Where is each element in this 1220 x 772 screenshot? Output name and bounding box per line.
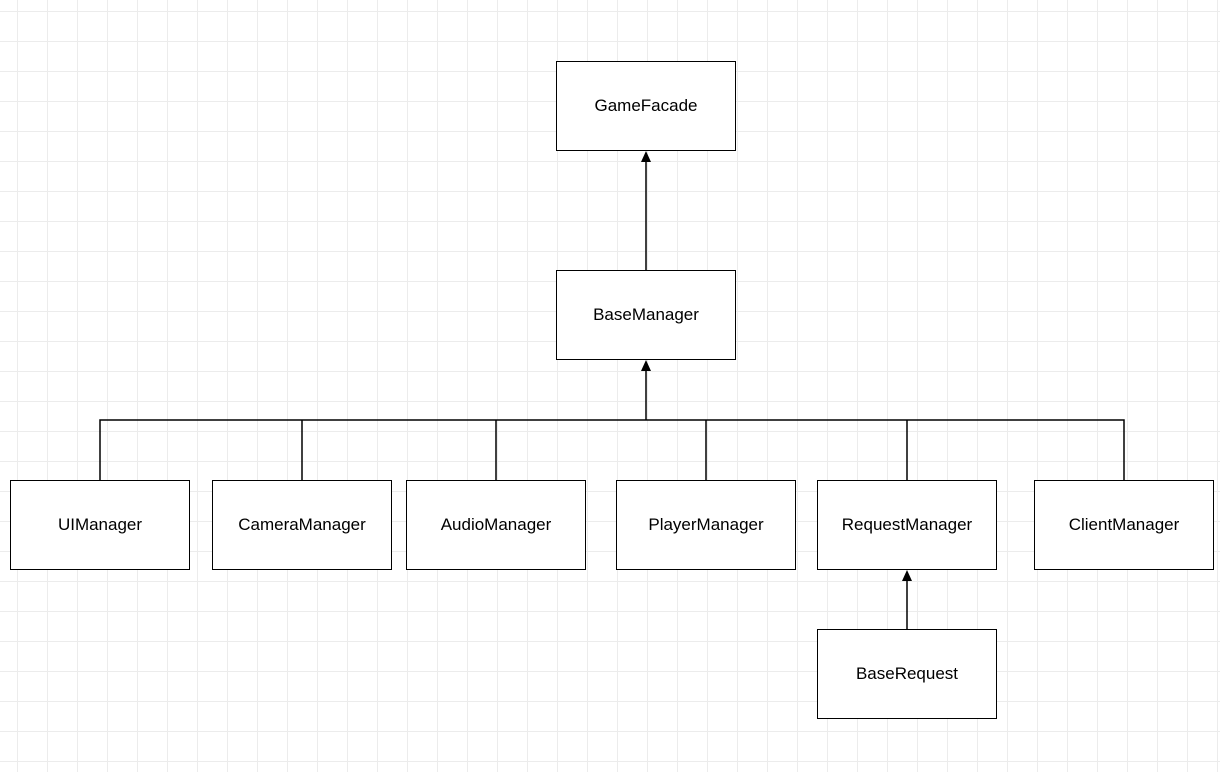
node-player-manager[interactable]: PlayerManager (616, 480, 796, 570)
node-ui-manager[interactable]: UIManager (10, 480, 190, 570)
arrowhead-basemanager (641, 360, 651, 371)
node-label-camera-manager: CameraManager (238, 515, 366, 534)
node-label-request-manager: RequestManager (841, 515, 973, 534)
edge-ui-manager-to-basemanager[interactable] (99, 419, 646, 480)
node-label-player-manager: PlayerManager (648, 515, 764, 534)
node-label-base-manager: BaseManager (593, 305, 699, 324)
node-request-manager[interactable]: RequestManager (817, 480, 997, 570)
node-base-manager[interactable]: BaseManager (556, 270, 736, 360)
node-label-game-facade: GameFacade (594, 96, 698, 115)
node-audio-manager[interactable]: AudioManager (406, 480, 586, 570)
node-label-base-request: BaseRequest (855, 664, 959, 683)
node-camera-manager[interactable]: CameraManager (212, 480, 392, 570)
node-client-manager[interactable]: ClientManager (1034, 480, 1214, 570)
node-label-client-manager: ClientManager (1068, 515, 1180, 534)
edge-client-manager-to-basemanager[interactable] (646, 419, 1125, 480)
node-game-facade[interactable]: GameFacade (556, 61, 736, 151)
node-label-audio-manager: AudioManager (440, 515, 552, 534)
node-base-request[interactable]: BaseRequest (817, 629, 997, 719)
arrowhead-gamefacade (641, 151, 651, 162)
node-label-ui-manager: UIManager (57, 515, 143, 534)
arrowhead-requestmanager (902, 570, 912, 581)
